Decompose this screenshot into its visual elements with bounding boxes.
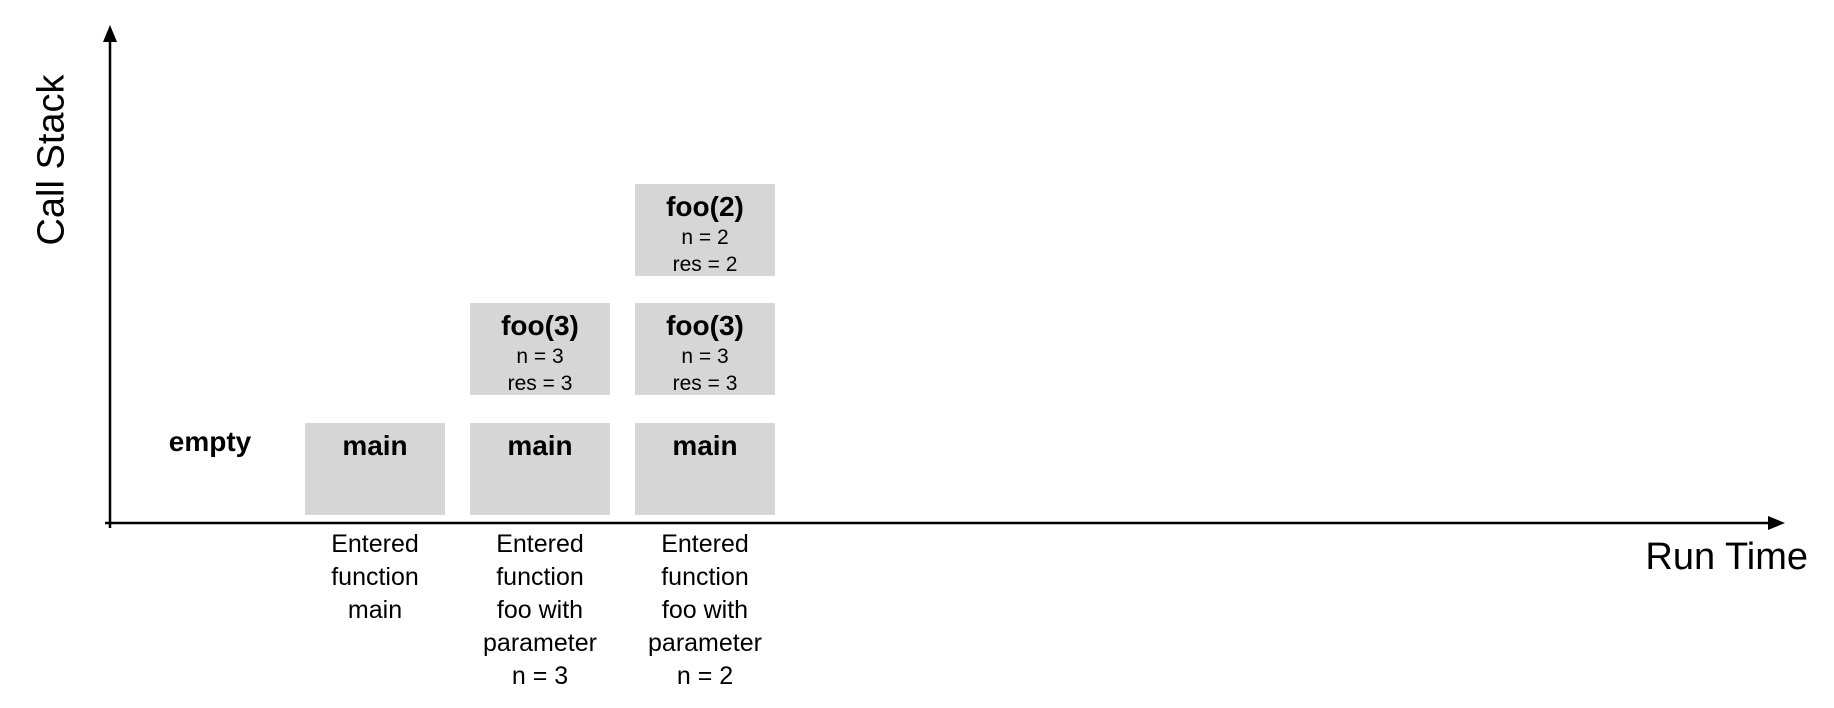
y-axis-arrow-icon: [103, 25, 117, 42]
caption-line: foo with: [661, 596, 749, 624]
step1-caption: Entered function main: [300, 528, 450, 627]
frame-name: main: [342, 430, 408, 461]
caption-line: Entered: [331, 530, 419, 558]
caption-line: parameter: [648, 629, 762, 657]
frame-variable: res = 3: [507, 372, 573, 395]
frame-variable: res = 2: [672, 253, 738, 276]
stack-frame-step2-foo3: foo(3) n = 3 res = 3: [470, 303, 610, 395]
frame-name: main: [507, 430, 573, 461]
empty-stack-label: empty: [168, 426, 252, 457]
x-axis-arrow-icon: [1768, 516, 1785, 530]
stack-frame-step3-main: main: [635, 423, 775, 515]
caption-line: function: [496, 563, 584, 591]
frame-variable: n = 2: [681, 226, 729, 249]
frame-variable: n = 3: [516, 345, 564, 368]
stack-frame-step1-main: main: [305, 423, 445, 515]
stack-frame-step2-main: main: [470, 423, 610, 515]
caption-line: function: [331, 563, 419, 591]
frame-name: main: [672, 430, 738, 461]
frame-name: foo(2): [666, 191, 744, 222]
caption-line: n = 3: [511, 662, 569, 690]
step3-caption: Entered function foo with parameter n = …: [630, 528, 780, 693]
x-axis-label: Run Time: [1645, 536, 1808, 578]
caption-line: main: [347, 596, 403, 624]
caption-line: n = 2: [676, 662, 734, 690]
stack-frame-step3-foo2: foo(2) n = 2 res = 2: [635, 184, 775, 276]
caption-line: Entered: [496, 530, 584, 558]
frame-name: foo(3): [501, 310, 579, 341]
frame-variable: res = 3: [672, 372, 738, 395]
frame-name: foo(3): [666, 310, 744, 341]
caption-line: function: [661, 563, 749, 591]
frame-variable: n = 3: [681, 345, 729, 368]
stack-frame-step3-foo3: foo(3) n = 3 res = 3: [635, 303, 775, 395]
step2-caption: Entered function foo with parameter n = …: [465, 528, 615, 693]
caption-line: foo with: [496, 596, 584, 624]
caption-line: parameter: [483, 629, 597, 657]
y-axis-label: Call Stack: [30, 74, 73, 246]
caption-line: Entered: [661, 530, 749, 558]
